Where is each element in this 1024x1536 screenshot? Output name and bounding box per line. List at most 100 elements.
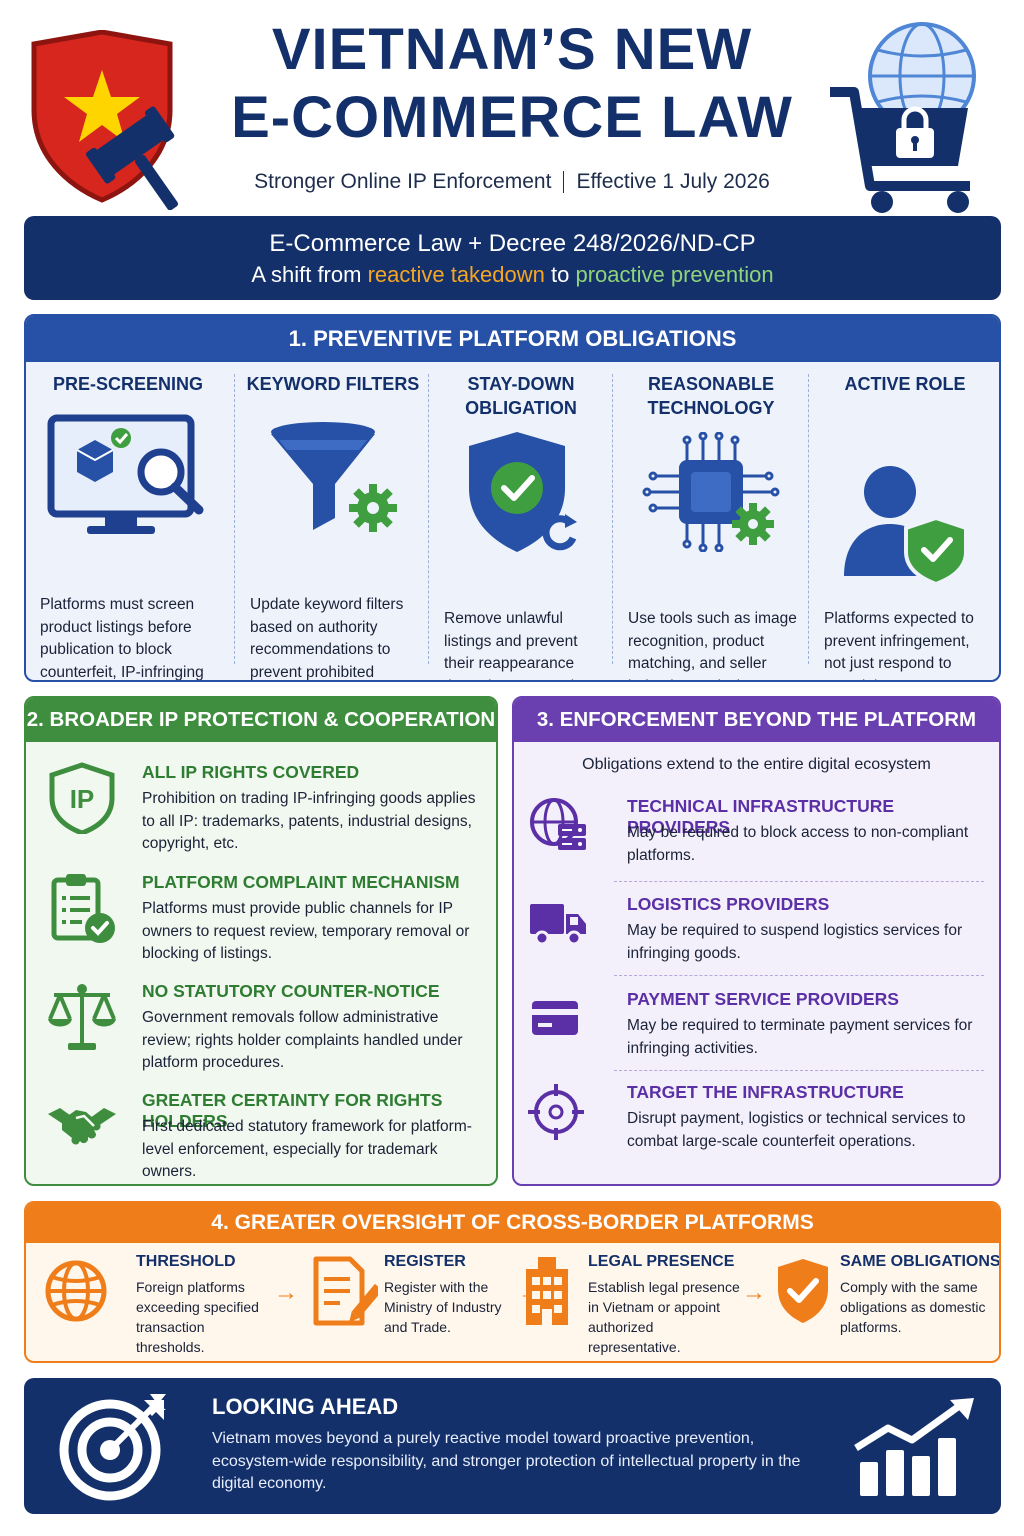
banner-highlight-proactive: proactive prevention xyxy=(575,262,774,287)
step-threshold: THRESHOLD Foreign platforms exceeding sp… xyxy=(42,1253,272,1355)
provider-title: TARGET THE INFRASTRUCTURE xyxy=(627,1082,904,1102)
section-enforcement-beyond: 3. ENFORCEMENT BEYOND THE PLATFORM Oblig… xyxy=(512,696,1001,1186)
scales-icon xyxy=(48,984,116,1050)
step-text: Register with the Ministry of Industry a… xyxy=(384,1279,502,1335)
provider-text: May be required to block access to non-c… xyxy=(627,824,969,864)
building-icon xyxy=(526,1257,568,1325)
column-divider xyxy=(234,374,235,664)
header: VIETNAM’S NEW E-COMMERCE LAW Stronger On… xyxy=(0,0,1024,213)
banner-line2: A shift from reactive takedown to proact… xyxy=(24,262,1001,288)
section-ip-protection: 2. BROADER IP PROTECTION & COOPERATION I… xyxy=(24,696,498,1186)
globe-icon xyxy=(45,1260,107,1322)
obligation-title: REASONABLE TECHNOLOGY xyxy=(647,374,775,418)
arrow-right-icon: → xyxy=(274,1279,298,1306)
section2-title: 2. BROADER IP PROTECTION & COOPERATION xyxy=(26,698,496,742)
vietnam-shield-gavel-icon xyxy=(31,30,179,210)
step-title: LEGAL PRESENCE xyxy=(588,1253,735,1270)
ip-item-title: ALL IP RIGHTS COVERED xyxy=(142,762,360,782)
ip-item-title: GREATER CERTAINTY FOR RIGHTS HOLDERS xyxy=(142,1090,443,1131)
footer-title: LOOKING AHEAD xyxy=(212,1394,399,1419)
ip-item-title: NO STATUTORY COUNTER-NOTICE xyxy=(142,981,440,1001)
step-text: Comply with the same obligations as dome… xyxy=(840,1279,986,1335)
step-text: Foreign platforms exceeding specified tr… xyxy=(136,1279,259,1355)
handshake-icon xyxy=(48,1108,116,1145)
provider-divider xyxy=(614,881,984,882)
step-title: REGISTER xyxy=(384,1253,466,1270)
obligation-reasonable-technology: REASONABLE TECHNOLOGY xyxy=(614,362,808,680)
banner-line1: E-Commerce Law + Decree 248/2026/ND-CP xyxy=(269,230,756,257)
clipboard-check-icon xyxy=(51,874,115,943)
user-shield-icon xyxy=(844,466,968,582)
obligation-title: PRE-SCREENING xyxy=(52,374,204,394)
ip-item-text: First dedicated statutory framework for … xyxy=(142,1118,472,1180)
banner-prefix: A shift from xyxy=(251,262,368,287)
provider-title: LOGISTICS PROVIDERS xyxy=(627,894,830,914)
footer-text: Vietnam moves beyond a purely reactive m… xyxy=(212,1430,801,1492)
provider-divider xyxy=(614,975,984,976)
step-register: REGISTER Register with the Ministry of I… xyxy=(310,1253,520,1353)
page-title-line2: E-COMMERCE LAW xyxy=(231,85,793,150)
ip-item-text: Platforms must provide public channels f… xyxy=(142,900,470,962)
summary-banner: E-Commerce Law + Decree 248/2026/ND-CP A… xyxy=(24,216,1001,300)
section-preventive-obligations: 1. PREVENTIVE PLATFORM OBLIGATIONS PRE-S… xyxy=(24,314,1001,682)
crosshair-icon xyxy=(528,1084,584,1140)
step-title: THRESHOLD xyxy=(136,1253,236,1270)
ip-shield-icon: IP xyxy=(49,762,115,834)
subtitle-right: Effective 1 July 2026 xyxy=(576,170,770,193)
provider-text: Disrupt payment, logistics or technical … xyxy=(627,1110,966,1150)
globe-server-icon xyxy=(530,798,586,850)
section3-title: 3. ENFORCEMENT BEYOND THE PLATFORM xyxy=(514,698,999,742)
obligation-title: STAY-DOWN OBLIGATION xyxy=(465,374,577,418)
globe-cart-lock-icon xyxy=(830,22,976,213)
section3-intro: Obligations extend to the entire digital… xyxy=(582,756,931,773)
page-subtitle: Stronger Online IP Enforcement Effective … xyxy=(180,170,844,194)
section-cross-border: 4. GREATER OVERSIGHT OF CROSS-BORDER PLA… xyxy=(24,1201,1001,1363)
chip-gear-icon xyxy=(642,432,780,552)
banner-highlight-reactive: reactive takedown xyxy=(367,262,545,287)
growth-chart-icon xyxy=(854,1398,974,1496)
obligation-text: Remove unlawful listings and prevent the… xyxy=(444,610,578,680)
arrow-right-icon: → xyxy=(742,1279,766,1306)
step-same-obligations: SAME OBLIGATIONS Comply with the same ob… xyxy=(774,1253,1001,1353)
shield-check-icon xyxy=(469,432,579,552)
provider-title: PAYMENT SERVICE PROVIDERS xyxy=(627,989,899,1009)
provider-title: TECHNICAL INFRASTRUCTURE PROVIDERS xyxy=(627,796,895,837)
step-text: Establish legal presence in Vietnam or a… xyxy=(588,1279,740,1355)
section4-title: 4. GREATER OVERSIGHT OF CROSS-BORDER PLA… xyxy=(26,1203,999,1243)
obligation-keyword-filters: KEYWORD FILTERS Update keyword filters xyxy=(236,362,430,680)
obligation-title: KEYWORD FILTERS xyxy=(246,374,420,394)
monitor-search-icon xyxy=(47,414,204,534)
step-title: SAME OBLIGATIONS xyxy=(840,1253,1001,1270)
provider-text: May be required to terminate payment ser… xyxy=(627,1017,973,1057)
target-arrow-icon xyxy=(59,1394,166,1501)
obligation-text: Platforms must screen product listings b… xyxy=(40,596,204,681)
provider-text: May be required to suspend logistics ser… xyxy=(627,922,963,962)
column-divider xyxy=(612,374,613,664)
obligation-active-role: ACTIVE ROLE Platforms expected to preven… xyxy=(810,362,999,680)
funnel-gear-icon xyxy=(271,422,397,532)
column-divider xyxy=(808,374,809,664)
obligation-stay-down: STAY-DOWN OBLIGATION Remove unlawful lis… xyxy=(430,362,612,680)
obligation-text: Platforms expected to prevent infringeme… xyxy=(824,610,974,680)
ip-item-text: Prohibition on trading IP-infringing goo… xyxy=(142,790,476,852)
obligation-text: Update keyword filters based on authorit… xyxy=(250,596,404,681)
shield-check-icon xyxy=(778,1259,828,1323)
obligation-title: ACTIVE ROLE xyxy=(844,374,966,394)
obligation-text: Use tools such as image recognition, pro… xyxy=(628,610,797,680)
svg-text:IP: IP xyxy=(70,784,95,814)
obligation-pre-screening: PRE-SCREENING Platforms must screen prod… xyxy=(26,362,230,680)
document-pen-icon xyxy=(313,1256,378,1326)
credit-card-icon xyxy=(532,1001,578,1035)
provider-divider xyxy=(614,1070,984,1071)
subtitle-separator xyxy=(563,171,565,194)
column-divider xyxy=(428,374,429,664)
ip-item-text: Government removals follow administrativ… xyxy=(142,1009,463,1071)
truck-icon xyxy=(530,904,586,946)
banner-middle: to xyxy=(544,262,576,287)
section1-title: 1. PREVENTIVE PLATFORM OBLIGATIONS xyxy=(26,316,999,362)
page-title-line1: VIETNAM’S NEW xyxy=(271,17,753,82)
ip-item-title: PLATFORM COMPLAINT MECHANISM xyxy=(142,872,460,892)
step-legal-presence: LEGAL PRESENCE Establish legal presence … xyxy=(522,1253,766,1355)
looking-ahead-footer: LOOKING AHEAD Vietnam moves beyond a pur… xyxy=(24,1378,1001,1514)
subtitle-left: Stronger Online IP Enforcement xyxy=(254,170,552,193)
